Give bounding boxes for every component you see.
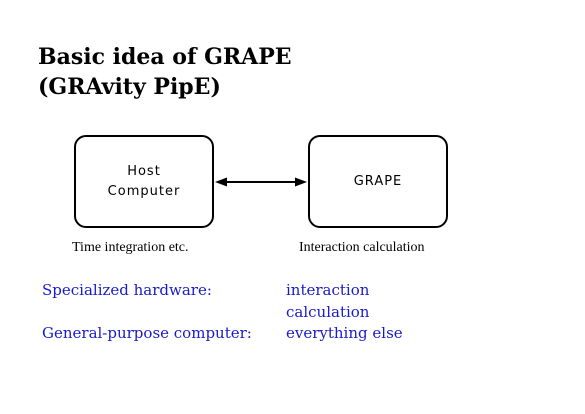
title-line-2: (GRAvity PipE) <box>38 74 221 100</box>
host-computer-box: Host Computer <box>74 135 214 228</box>
grape-caption: Interaction calculation <box>299 240 425 255</box>
host-caption: Time integration etc. <box>72 240 189 255</box>
title-line-1: Basic idea of GRAPE <box>38 44 292 70</box>
role-label-general: General-purpose computer: <box>42 324 252 342</box>
grape-box: GRAPE <box>308 135 448 228</box>
arrow-head-right <box>295 177 307 187</box>
grape-label: GRAPE <box>353 173 403 189</box>
role-label-specialized: Specialized hardware: <box>42 281 212 299</box>
arrow-head-left <box>215 177 227 187</box>
role-value-specialized-line-2: calculation <box>286 303 370 321</box>
slide-title: Basic idea of GRAPE (GRAvity PipE) <box>38 42 292 102</box>
role-value-specialized-line-1: interaction <box>286 281 370 299</box>
role-value-general: everything else <box>286 324 403 342</box>
host-label-line-2: Computer <box>107 183 181 199</box>
host-label-line-1: Host <box>127 163 161 179</box>
